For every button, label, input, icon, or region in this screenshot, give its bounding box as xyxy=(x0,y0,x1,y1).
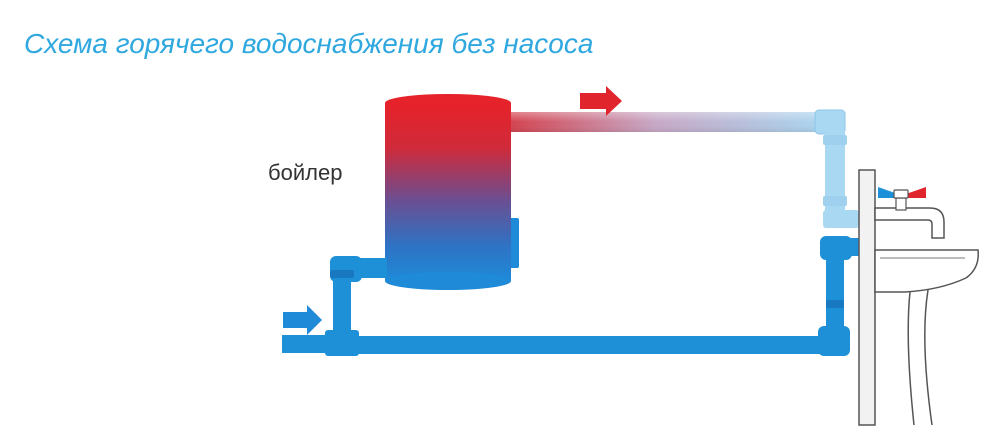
washbasin-icon xyxy=(874,249,979,426)
hot-flow-arrow-icon xyxy=(580,86,622,116)
cold-flow-arrow-icon xyxy=(283,305,322,335)
faucet-icon xyxy=(874,187,945,239)
cold-water-pipe xyxy=(282,236,860,356)
boiler-tank xyxy=(385,94,519,290)
wall-panel xyxy=(858,169,876,426)
boiler-label: бойлер xyxy=(268,160,343,185)
hot-water-pipe xyxy=(510,109,859,228)
diagram-title: Схема горячего водоснабжения без насоса xyxy=(24,28,594,59)
